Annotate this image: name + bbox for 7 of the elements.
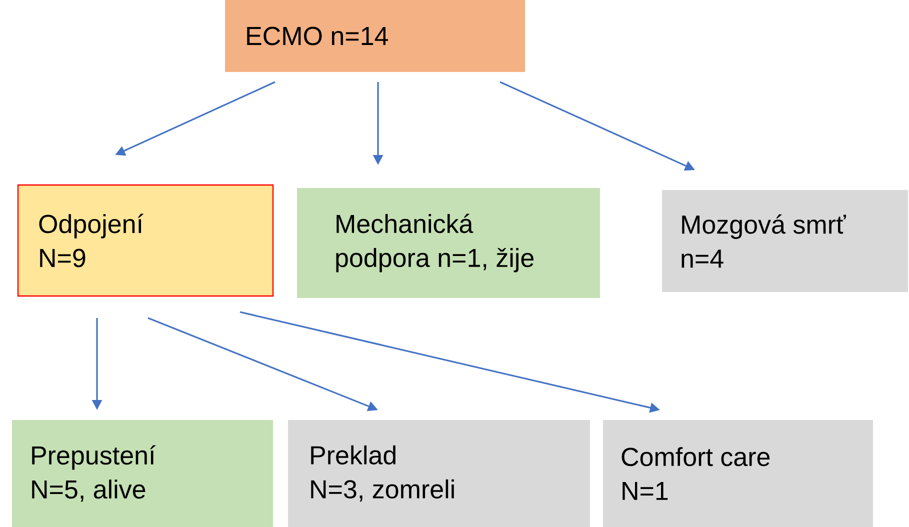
box: Mozgová smrť n=4 [662,190,908,292]
box: Comfort care N=1 [603,420,874,527]
box: Preklad N=3, zomreli [288,420,590,527]
box: ECMO n=14 [225,0,525,72]
box: Mechanická podpora n=1, žije [297,188,600,298]
box: Prepustení N=5, alive [12,420,273,527]
box: Odpojení N=9 [17,184,274,297]
